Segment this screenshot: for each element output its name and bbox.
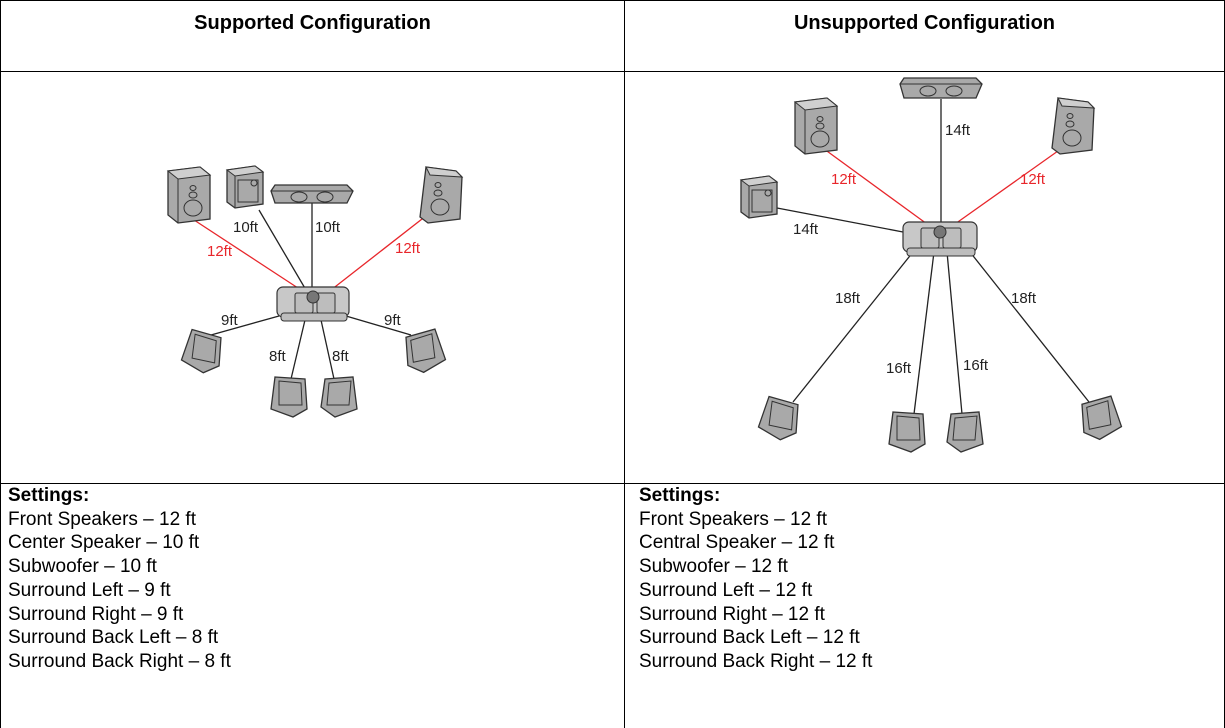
supported-header: Supported Configuration	[1, 0, 624, 71]
diagram-divider	[0, 483, 1225, 484]
setting-line: Central Speaker – 12 ft	[639, 532, 835, 554]
unsupported-header-text: Unsupported Configuration	[793, 12, 1056, 34]
front-left-speaker-icon	[166, 166, 212, 224]
couch-icon	[902, 221, 978, 257]
surround-back-left-speaker-icon	[888, 411, 926, 453]
label-surround-right: 18ft	[1011, 290, 1037, 307]
subwoofer-speaker-icon	[739, 175, 779, 219]
unsupported-diagram: 14ft 12ft 12ft 14ft 18ft 18ft 16ft 16ft	[625, 72, 1224, 483]
front-right-speaker-icon	[419, 166, 464, 224]
line-back-left	[290, 319, 306, 380]
couch-icon	[276, 286, 350, 322]
setting-line: Surround Back Right – 8 ft	[8, 650, 231, 672]
line-front-left	[190, 217, 302, 291]
setting-line: Surround Right – 12 ft	[639, 603, 825, 625]
label-back-right: 8ft	[332, 348, 350, 365]
center-speaker-icon	[270, 184, 354, 204]
header-divider	[0, 71, 1225, 72]
unsupported-diagram-svg: 14ft 12ft 12ft 14ft 18ft 18ft 16ft 16ft	[739, 77, 1123, 453]
setting-line: Surround Back Left – 8 ft	[8, 627, 219, 649]
supported-header-text: Supported Configuration	[194, 12, 431, 34]
setting-line: Center Speaker – 10 ft	[8, 532, 200, 554]
line-front-left	[819, 145, 928, 225]
label-center: 14ft	[945, 122, 971, 139]
label-surround-left: 18ft	[835, 290, 861, 307]
surround-right-speaker-icon	[405, 328, 447, 374]
label-subwoofer: 10ft	[233, 219, 259, 236]
setting-line: Surround Left – 9 ft	[8, 579, 171, 601]
label-subwoofer: 14ft	[793, 221, 819, 238]
line-subwoofer	[776, 207, 904, 233]
line-back-left	[913, 251, 935, 415]
surround-back-right-speaker-icon	[320, 376, 358, 418]
label-front-left: 12ft	[207, 243, 233, 260]
surround-back-right-speaker-icon	[946, 411, 984, 453]
label-back-left: 16ft	[886, 360, 912, 377]
center-speaker-icon	[899, 77, 983, 99]
surround-right-speaker-icon	[1081, 395, 1123, 441]
table-border-left	[0, 0, 1, 728]
line-subwoofer	[258, 209, 307, 291]
setting-line: Surround Left – 12 ft	[639, 579, 813, 601]
supported-settings-title: Settings:	[8, 485, 90, 506]
table-border-top	[0, 0, 1225, 1]
line-surround-left	[210, 315, 280, 336]
surround-back-left-speaker-icon	[270, 376, 308, 418]
line-back-right	[320, 319, 335, 380]
front-left-speaker-icon	[793, 97, 839, 155]
front-right-speaker-icon	[1051, 97, 1096, 155]
line-front-right	[954, 145, 1066, 225]
label-center: 10ft	[315, 219, 341, 236]
setting-line: Surround Right – 9 ft	[8, 603, 184, 625]
label-surround-left: 9ft	[221, 312, 239, 329]
line-front-right	[330, 211, 432, 291]
label-back-left: 8ft	[269, 348, 287, 365]
label-surround-right: 9ft	[384, 312, 402, 329]
label-front-right: 12ft	[1020, 171, 1046, 188]
line-surround-left	[792, 251, 914, 403]
supported-diagram: 10ft 10ft 12ft 12ft 9ft 9ft 8ft 8ft	[1, 72, 624, 483]
line-surround-right	[345, 315, 412, 336]
line-back-right	[946, 251, 963, 415]
supported-settings: Settings: Front Speakers – 12 ft Center …	[8, 484, 618, 674]
unsupported-settings: Settings: Front Speakers – 12 ft Central…	[639, 484, 1219, 674]
unsupported-settings-title: Settings:	[639, 485, 721, 506]
setting-line: Surround Back Right – 12 ft	[639, 650, 873, 672]
setting-line: Subwoofer – 10 ft	[8, 556, 157, 578]
unsupported-header: Unsupported Configuration	[625, 0, 1224, 71]
line-surround-right	[969, 251, 1090, 403]
label-front-right: 12ft	[395, 240, 421, 257]
label-back-right: 16ft	[963, 357, 989, 374]
supported-diagram-svg: 10ft 10ft 12ft 12ft 9ft 9ft 8ft 8ft	[166, 165, 464, 418]
subwoofer-speaker-icon	[225, 165, 265, 209]
setting-line: Front Speakers – 12 ft	[8, 508, 196, 530]
setting-line: Subwoofer – 12 ft	[639, 556, 788, 578]
column-divider	[624, 0, 625, 728]
setting-line: Front Speakers – 12 ft	[639, 508, 827, 530]
setting-line: Surround Back Left – 12 ft	[639, 627, 860, 649]
surround-left-speaker-icon	[180, 328, 222, 374]
surround-left-speaker-icon	[757, 395, 799, 441]
label-front-left: 12ft	[831, 171, 857, 188]
